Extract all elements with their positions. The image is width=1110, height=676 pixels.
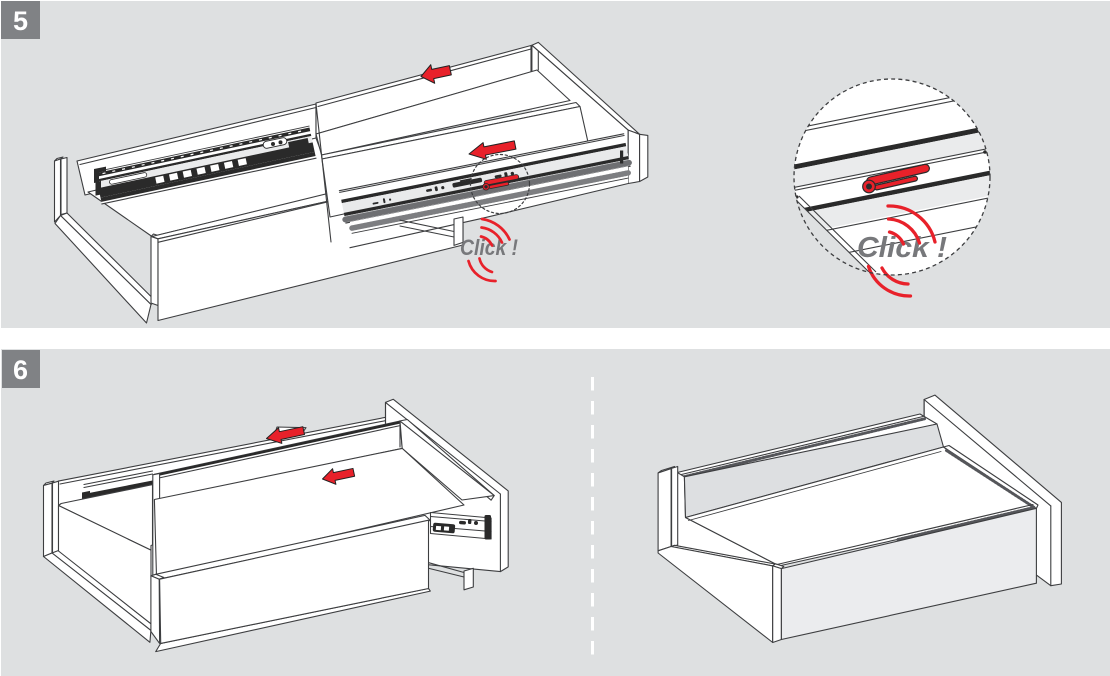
svg-text:5: 5 (13, 6, 28, 36)
svg-text:6: 6 (13, 355, 28, 385)
